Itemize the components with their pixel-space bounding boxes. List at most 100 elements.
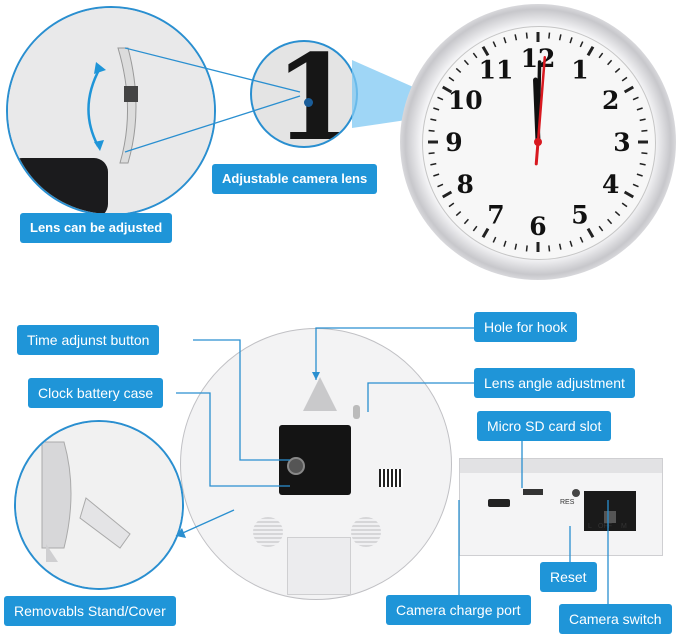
second-hand bbox=[536, 56, 547, 144]
stand-detail bbox=[14, 420, 184, 590]
clock-tick bbox=[607, 59, 613, 66]
clock-tick bbox=[632, 96, 639, 101]
clock-tick bbox=[472, 225, 478, 232]
clock-tick bbox=[558, 243, 562, 250]
clock-tick bbox=[455, 211, 462, 217]
clock-tick bbox=[614, 67, 621, 73]
stand-cover bbox=[287, 537, 351, 595]
label-reset: Reset bbox=[540, 562, 597, 592]
clock-tick bbox=[636, 173, 643, 177]
switch-off-text: OFF bbox=[598, 523, 612, 530]
clock-tick bbox=[430, 162, 437, 166]
time-adjust-button bbox=[287, 457, 305, 475]
clock-tick bbox=[579, 41, 584, 48]
clock-tick bbox=[598, 225, 604, 232]
clock-tick bbox=[636, 107, 643, 111]
clock-tick bbox=[586, 45, 595, 57]
switch-right-text: M bbox=[621, 523, 627, 530]
clock-numeral: 8 bbox=[457, 170, 474, 199]
clock-numeral: 10 bbox=[448, 86, 483, 115]
clock-tick bbox=[548, 32, 551, 39]
clock-tick bbox=[492, 41, 497, 48]
clock-tick bbox=[514, 243, 518, 250]
label-battery-case: Clock battery case bbox=[28, 378, 164, 408]
clock-tick bbox=[598, 52, 604, 59]
clock-tick bbox=[639, 118, 646, 122]
clock-tick bbox=[463, 218, 469, 225]
clock-tick bbox=[472, 52, 478, 59]
clock-numeral: 2 bbox=[602, 86, 619, 115]
clock-tick bbox=[492, 236, 497, 243]
clock-tick bbox=[525, 245, 528, 252]
clock-tick bbox=[433, 173, 440, 177]
stand-illustration bbox=[16, 422, 182, 588]
sd-card-slot bbox=[523, 489, 543, 495]
clock-tick bbox=[525, 32, 528, 39]
clock-tick bbox=[621, 76, 628, 82]
label-camera-switch: Camera switch bbox=[559, 604, 672, 634]
clock-numeral: 11 bbox=[479, 55, 514, 84]
camera-lens-zoom: 1 bbox=[250, 40, 358, 148]
clock-tick bbox=[428, 152, 435, 155]
clock-tick bbox=[455, 67, 462, 73]
qr-sticker bbox=[379, 469, 403, 487]
clock-tick bbox=[514, 34, 518, 41]
label-micro-sd: Micro SD card slot bbox=[477, 411, 612, 441]
clock-tick bbox=[558, 34, 562, 41]
clock-tick bbox=[448, 202, 455, 208]
clock-tick bbox=[607, 218, 613, 225]
clock-tick bbox=[586, 227, 595, 239]
clock-numeral: 3 bbox=[613, 128, 630, 157]
switch-left-text: L bbox=[588, 523, 592, 530]
clock-numeral: 4 bbox=[602, 170, 619, 199]
clock-tick bbox=[481, 227, 490, 239]
label-adjustable-lens: Adjustable camera lens bbox=[212, 164, 378, 194]
clock-tick bbox=[463, 59, 469, 66]
clock-tick bbox=[441, 190, 453, 199]
switch-knob bbox=[604, 511, 616, 523]
zoom-numeral: 1 bbox=[274, 40, 357, 148]
res-text: RES bbox=[560, 499, 575, 506]
clock-tick bbox=[503, 37, 507, 44]
clock-tick bbox=[641, 129, 648, 132]
clock-tick bbox=[428, 129, 435, 132]
label-charge-port: Camera charge port bbox=[386, 595, 531, 625]
clock-tick bbox=[548, 245, 551, 252]
hook-hole bbox=[303, 377, 337, 411]
clock-numeral: 9 bbox=[445, 128, 462, 157]
clock-tick bbox=[503, 240, 507, 247]
camera-lens-dot bbox=[304, 98, 313, 107]
clock-numeral: 1 bbox=[571, 55, 588, 84]
label-removable-stand: Removabls Stand/Cover bbox=[4, 596, 176, 626]
label-hole-for-hook: Hole for hook bbox=[474, 312, 578, 342]
clock-tick bbox=[632, 183, 639, 188]
clock-tick bbox=[448, 76, 455, 82]
reset-button bbox=[572, 489, 580, 497]
lens-adjust-illustration bbox=[8, 8, 214, 214]
clock-back bbox=[180, 328, 452, 600]
clock-tick bbox=[437, 183, 444, 188]
clock-numeral: 5 bbox=[571, 201, 588, 230]
clock-tick bbox=[569, 240, 573, 247]
clock-tick bbox=[579, 236, 584, 243]
speaker-grille-left bbox=[253, 517, 283, 547]
charge-port bbox=[488, 499, 510, 507]
clock-tick bbox=[481, 45, 490, 57]
clock-center-pin bbox=[534, 138, 542, 146]
clock-tick bbox=[639, 162, 646, 166]
clock-tick bbox=[441, 85, 453, 94]
clock-tick bbox=[614, 211, 621, 217]
lens-angle-knob bbox=[353, 405, 360, 419]
clock-tick bbox=[641, 152, 648, 155]
clock-tick bbox=[433, 107, 440, 111]
clock-tick bbox=[437, 96, 444, 101]
panel-shadow bbox=[460, 459, 662, 473]
sd-panel-detail: RES L OFF M bbox=[459, 458, 663, 556]
clock-tick bbox=[569, 37, 573, 44]
label-time-adjust: Time adjunst button bbox=[17, 325, 160, 355]
clock-numeral: 6 bbox=[529, 212, 546, 241]
clock-tick bbox=[623, 85, 635, 94]
